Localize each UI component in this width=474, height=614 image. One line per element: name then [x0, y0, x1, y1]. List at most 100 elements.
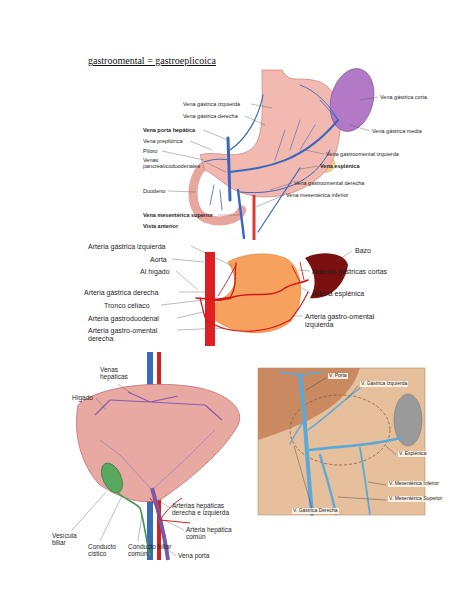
portal-system-figure [258, 368, 425, 515]
part-label: Vena gástrica izquierda [183, 101, 240, 107]
portal-system-figure [360, 448, 370, 514]
leader-line [386, 446, 396, 455]
part-label: Aorta [150, 256, 167, 264]
portal-system-figure [310, 438, 400, 450]
part-label: Venas hepáticas [100, 366, 140, 381]
part-label: Hígado [72, 394, 93, 401]
liver-figure [110, 392, 205, 405]
part-label: V. Porta [328, 373, 348, 379]
stomach-arteries-figure [230, 263, 236, 298]
part-label: Vena gastroomental izquierda [326, 151, 399, 157]
leader-line [294, 378, 396, 508]
portal-system-figure [300, 375, 312, 514]
leader-line [72, 384, 184, 556]
portal-system-figure [308, 388, 360, 430]
leader-line [179, 292, 214, 293]
part-label: V. Esplénica [398, 451, 427, 457]
part-label: Arteria esplénica [312, 290, 364, 298]
portal-system-figure [258, 368, 360, 440]
stomach-veins-figure [200, 70, 340, 197]
part-label: Píloro [143, 148, 157, 154]
leader-line [300, 166, 318, 169]
part-label: V. Gástrica Derecha [292, 508, 339, 514]
part-label: Bazo [355, 247, 371, 255]
leader-line [360, 97, 378, 100]
leader-line [293, 316, 303, 317]
leader-line [251, 104, 272, 108]
leader-line [245, 116, 265, 125]
leader-line [218, 215, 240, 216]
part-label: Vista anterior [143, 223, 178, 229]
stomach-veins-figure [253, 195, 256, 240]
part-label: Conducto cístico [88, 543, 126, 558]
stomach-veins-figure [204, 85, 338, 238]
part-label: Vesícula biliar [52, 532, 86, 547]
stomach-veins-figure [228, 138, 230, 200]
portal-system-figure [258, 368, 425, 515]
part-label: V. Mesentérica Inferior [388, 481, 440, 487]
leader-line [256, 195, 284, 207]
leader-line [368, 482, 386, 485]
leader-line [177, 312, 203, 318]
liver-figure [72, 352, 240, 560]
stomach-veins-figure [240, 150, 330, 193]
leader-line [162, 151, 204, 160]
leader-line [203, 130, 228, 140]
leader-line [346, 386, 358, 400]
leader-line [207, 163, 226, 172]
stomach-arteries-figure [206, 320, 290, 331]
leader-line [118, 384, 132, 394]
part-label: Arteria gastro-omental izquierda [305, 313, 397, 329]
leader-line [335, 251, 352, 262]
part-label: Arteria gastroduodenal [88, 315, 159, 323]
leader-line [190, 141, 212, 150]
leader-line [100, 496, 122, 541]
leader-line [306, 378, 326, 390]
part-label: Vena gastroomental derecha [294, 180, 364, 186]
stomach-veins-figure [300, 85, 338, 120]
part-label: Arterias gástricas cortas [312, 268, 387, 276]
part-label: V. Mesentérica Superior [388, 496, 443, 502]
leader-line [138, 515, 142, 541]
leader-line [294, 446, 312, 508]
part-label: Vena gástrica media [372, 128, 422, 134]
portal-system-figure [280, 372, 400, 514]
leader-line [177, 328, 225, 330]
stomach-veins-figure [210, 185, 222, 210]
stomach-veins-figure [238, 190, 244, 238]
leader-line [298, 270, 310, 271]
part-label: Vena esplénica [320, 163, 359, 169]
part-label: Arteria gástrica derecha [84, 289, 158, 297]
part-label: Arterias hepáticas derecha e izquierda [172, 502, 246, 517]
liver-figure [97, 460, 127, 497]
portal-system-figure [290, 420, 305, 444]
page-title: gastroomental = gastroeplicoica [88, 55, 216, 66]
part-label: Vena gástrica derecha [183, 113, 238, 119]
portal-system-figure [280, 372, 322, 375]
leader-line [72, 492, 106, 530]
stomach-veins-figure [204, 159, 229, 162]
leader-line [166, 521, 184, 530]
stomach-arteries-figure [218, 265, 236, 296]
part-label: Vena porta hepática [143, 127, 195, 133]
leader-line [167, 549, 176, 556]
stomach-arteries-figure [196, 262, 308, 331]
stomach-veins-figure [320, 100, 338, 120]
stomach-arteries-figure [200, 298, 206, 320]
leader-line [168, 191, 196, 192]
stomach-veins-figure [258, 168, 300, 232]
liver-figure [95, 392, 222, 420]
part-label: Vena gástrica corta [380, 94, 427, 100]
leader-line [302, 288, 310, 293]
leader-line [191, 246, 232, 266]
part-label: Vena mesentérica inferior [286, 192, 348, 198]
part-label: V. Gástrica Izquierda [360, 381, 408, 387]
leader-line [158, 500, 170, 508]
leader-line [161, 300, 204, 305]
leader-line [305, 150, 324, 154]
part-label: Vena prepilórica [143, 138, 182, 144]
part-label: Arteria gastro-omental derecha [88, 327, 178, 343]
part-label: Vena mesentérica superior [143, 212, 213, 218]
